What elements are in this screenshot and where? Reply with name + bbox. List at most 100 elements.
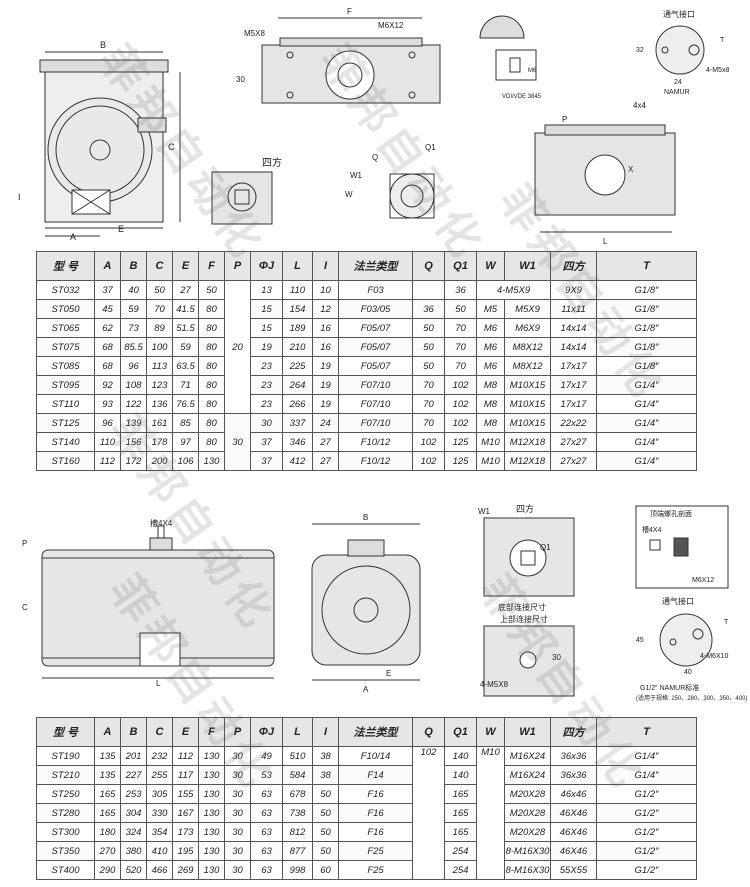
- cell-e: 195: [172, 841, 199, 861]
- cell-a: 135: [94, 746, 121, 766]
- cell-a: 62: [94, 318, 121, 338]
- svg-text:M6X12: M6X12: [692, 577, 714, 584]
- cell-f: 80: [198, 413, 225, 433]
- cell-b: 227: [120, 765, 147, 785]
- cell-q1: 140: [444, 765, 477, 785]
- cell-flange: F10/14: [338, 746, 413, 766]
- col-l: L: [282, 717, 313, 747]
- vdi-label: M6: [528, 68, 537, 74]
- cell-w: M6: [476, 318, 505, 338]
- cell-b: 108: [120, 375, 147, 395]
- cell-t: G1/2″: [596, 803, 697, 823]
- cell-model: ST095: [36, 375, 95, 395]
- cell-b: 520: [120, 860, 147, 880]
- cell-i: 50: [312, 784, 339, 804]
- cell-f: 80: [198, 337, 225, 357]
- cell-e: 51.5: [172, 318, 199, 338]
- svg-text:4-M6X10: 4-M6X10: [700, 653, 729, 660]
- cell-w1: 4-M5X9: [476, 280, 551, 300]
- cell-b: 324: [120, 822, 147, 842]
- front-view-labels: P 4x4 X L: [562, 101, 646, 246]
- cell-c: 161: [146, 413, 173, 433]
- col-e: E: [172, 251, 199, 281]
- cell-t: G1/8″: [596, 299, 697, 319]
- cell-model: ST350: [36, 841, 95, 861]
- svg-text:Q: Q: [372, 153, 378, 162]
- cell-flange: F03: [338, 280, 413, 300]
- svg-text:B: B: [100, 40, 106, 50]
- cell-q1: 165: [444, 803, 477, 823]
- cell-square: 14x14: [550, 337, 597, 357]
- cell-e: 106: [172, 451, 199, 471]
- cell-model: ST300: [36, 822, 95, 842]
- col-b: B: [120, 717, 147, 747]
- svg-text:M5X8: M5X8: [244, 29, 265, 38]
- svg-text:底部连接尺寸: 底部连接尺寸: [498, 602, 546, 612]
- end-view-drawing: [311, 523, 421, 681]
- col-w: W: [476, 717, 505, 747]
- cell-b: 85.5: [120, 337, 147, 357]
- cell-w1: M6X9: [504, 318, 551, 338]
- cell-q1: 165: [444, 822, 477, 842]
- cell-i: 19: [312, 375, 339, 395]
- svg-text:24: 24: [674, 79, 682, 86]
- svg-text:上部连接尺寸: 上部连接尺寸: [500, 614, 548, 624]
- cell-q1: 165: [444, 784, 477, 804]
- long-side-view-labels: 槽4X4 P C L: [22, 518, 173, 688]
- cell-a: 96: [94, 413, 121, 433]
- cell-w1: M20X28: [504, 822, 551, 842]
- cell-q1: 102: [444, 375, 477, 395]
- cell-t: G1/8″: [596, 356, 697, 376]
- cell-i: 16: [312, 337, 339, 357]
- cell-t: G1/2″: [596, 860, 697, 880]
- svg-text:A: A: [363, 685, 369, 694]
- cell-f: 80: [198, 394, 225, 414]
- cell-l: 154: [282, 299, 313, 319]
- cell-j: 15: [250, 299, 283, 319]
- cell-square: 46X46: [550, 841, 597, 861]
- cell-p: 30: [224, 765, 251, 785]
- col-i: I: [312, 717, 339, 747]
- long-side-view-drawing: [41, 525, 275, 679]
- cell-b: 380: [120, 841, 147, 861]
- col-q1: Q1: [444, 251, 477, 281]
- cell-j: 63: [250, 803, 283, 823]
- cell-j: 37: [250, 451, 283, 471]
- svg-text:C: C: [22, 603, 28, 612]
- cell-l: 998: [282, 860, 313, 880]
- cell-l: 189: [282, 318, 313, 338]
- cell-a: 165: [94, 784, 121, 804]
- cell-t: G1/4″: [596, 451, 697, 471]
- cell-a: 92: [94, 375, 121, 395]
- cell-e: 76.5: [172, 394, 199, 414]
- cell-model: ST032: [36, 280, 95, 300]
- cell-q1: 70: [444, 318, 477, 338]
- svg-text:G1/2″ NAMUR标准: G1/2″ NAMUR标准: [640, 683, 699, 692]
- cell-b: 40: [120, 280, 147, 300]
- svg-text:X: X: [628, 165, 634, 174]
- cell-flange: F07/10: [338, 394, 413, 414]
- cell-l: 346: [282, 432, 313, 452]
- col-a: A: [94, 717, 121, 747]
- cell-e: 41.5: [172, 299, 199, 319]
- cell-w1: 8-M16X30: [504, 860, 551, 880]
- cell-c: 305: [146, 784, 173, 804]
- cell-a: 68: [94, 356, 121, 376]
- cell-j: 30: [250, 413, 283, 433]
- cell-j: 63: [250, 822, 283, 842]
- cell-j: 19: [250, 337, 283, 357]
- cell-i: 19: [312, 356, 339, 376]
- svg-text:A: A: [70, 232, 76, 242]
- cell-c: 89: [146, 318, 173, 338]
- cell-flange: F16: [338, 784, 413, 804]
- cell-i: 16: [312, 318, 339, 338]
- spec-table-1: 型 号 A B C E F P ΦJ L I 法兰类型 Q Q1 W W1 四方…: [36, 251, 697, 471]
- svg-text:L: L: [156, 679, 161, 688]
- svg-text:C: C: [168, 142, 175, 152]
- svg-text:槽4X4: 槽4X4: [642, 525, 662, 534]
- cell-t: G1/2″: [596, 822, 697, 842]
- cell-e: 97: [172, 432, 199, 452]
